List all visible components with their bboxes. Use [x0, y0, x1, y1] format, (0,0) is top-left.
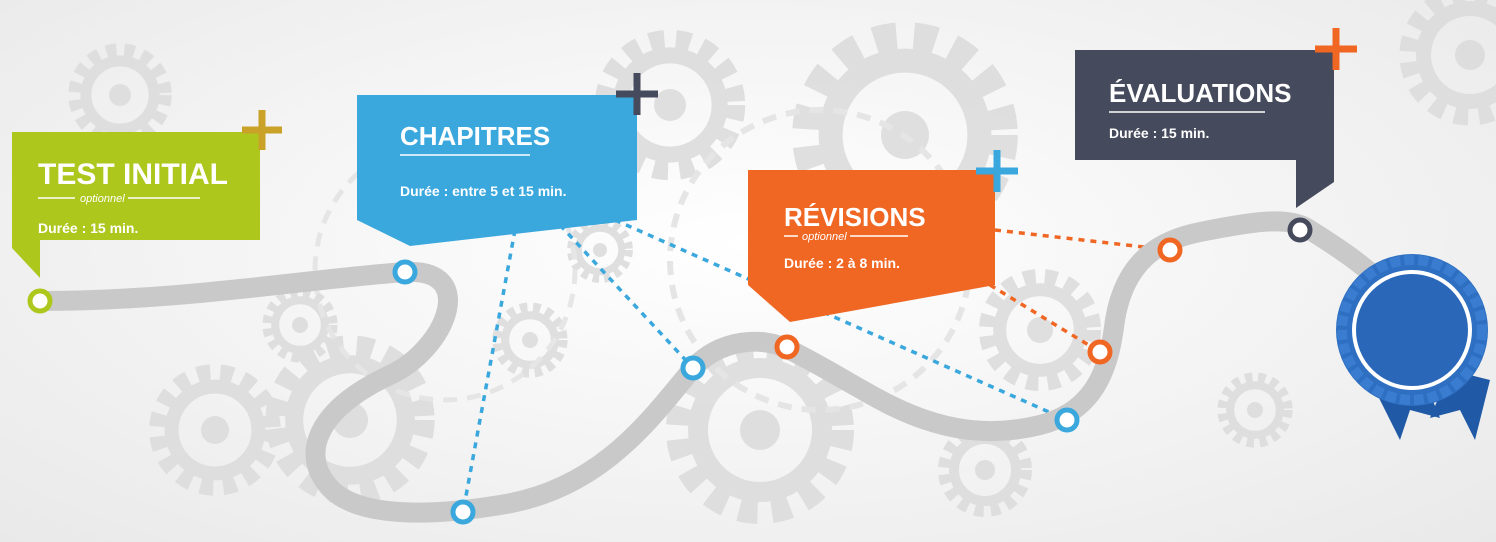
- connector-chapitres-3: [614, 218, 1068, 422]
- gear-icon: [945, 430, 1025, 510]
- revisions-duration: Durée : 2 à 8 min.: [784, 255, 900, 271]
- node-evaluations: [1287, 217, 1313, 243]
- connector-chapitres-1: [461, 229, 517, 513]
- connector-revisions-1: [994, 228, 1171, 252]
- evaluations-duration: Durée : 15 min.: [1109, 125, 1209, 141]
- evaluations-title: ÉVALUATIONS: [1109, 78, 1291, 108]
- card-evaluations: ÉVALUATIONS Durée : 15 min.: [1075, 28, 1357, 208]
- test-initial-title: TEST INITIAL: [38, 158, 228, 191]
- plus-icon: [976, 150, 1018, 192]
- card-chapitres: CHAPITRES Durée : entre 5 et 15 min.: [357, 73, 658, 246]
- node-chapitres-2: [450, 499, 476, 525]
- plus-icon: [616, 73, 658, 115]
- gear-icon: [1223, 378, 1287, 442]
- gear-icon: [76, 51, 164, 139]
- card-test-initial: TEST INITIAL optionnel Durée : 15 min.: [12, 110, 282, 278]
- revisions-title: RÉVISIONS: [784, 202, 926, 232]
- node-revisions-1: [774, 334, 800, 360]
- connectors: [461, 218, 1171, 513]
- road-nodes: [27, 217, 1313, 525]
- gear-icon: [1410, 0, 1496, 115]
- gear-icon: [268, 293, 332, 357]
- gear-icon: [572, 222, 628, 278]
- chapitres-duration: Durée : entre 5 et 15 min.: [400, 183, 567, 199]
- revisions-subtitle: optionnel: [802, 231, 847, 243]
- node-chapitres-1: [392, 259, 418, 285]
- gear-icon: [159, 374, 271, 486]
- plus-icon: [242, 110, 282, 150]
- medal-icon: [1336, 254, 1490, 440]
- node-test-initial: [27, 288, 53, 314]
- node-revisions-2: [1087, 339, 1113, 365]
- node-chapitres-3: [680, 355, 706, 381]
- test-initial-subtitle: optionnel: [80, 193, 125, 205]
- node-revisions-3: [1157, 237, 1183, 263]
- connector-revisions-2: [989, 283, 1101, 354]
- test-initial-duration: Durée : 15 min.: [38, 220, 138, 236]
- connector-chapitres-2: [558, 223, 695, 370]
- node-chapitres-4: [1054, 407, 1080, 433]
- chapitres-title: CHAPITRES: [400, 121, 550, 151]
- card-revisions: RÉVISIONS optionnel Durée : 2 à 8 min.: [748, 150, 1018, 322]
- plus-icon: [1315, 28, 1357, 70]
